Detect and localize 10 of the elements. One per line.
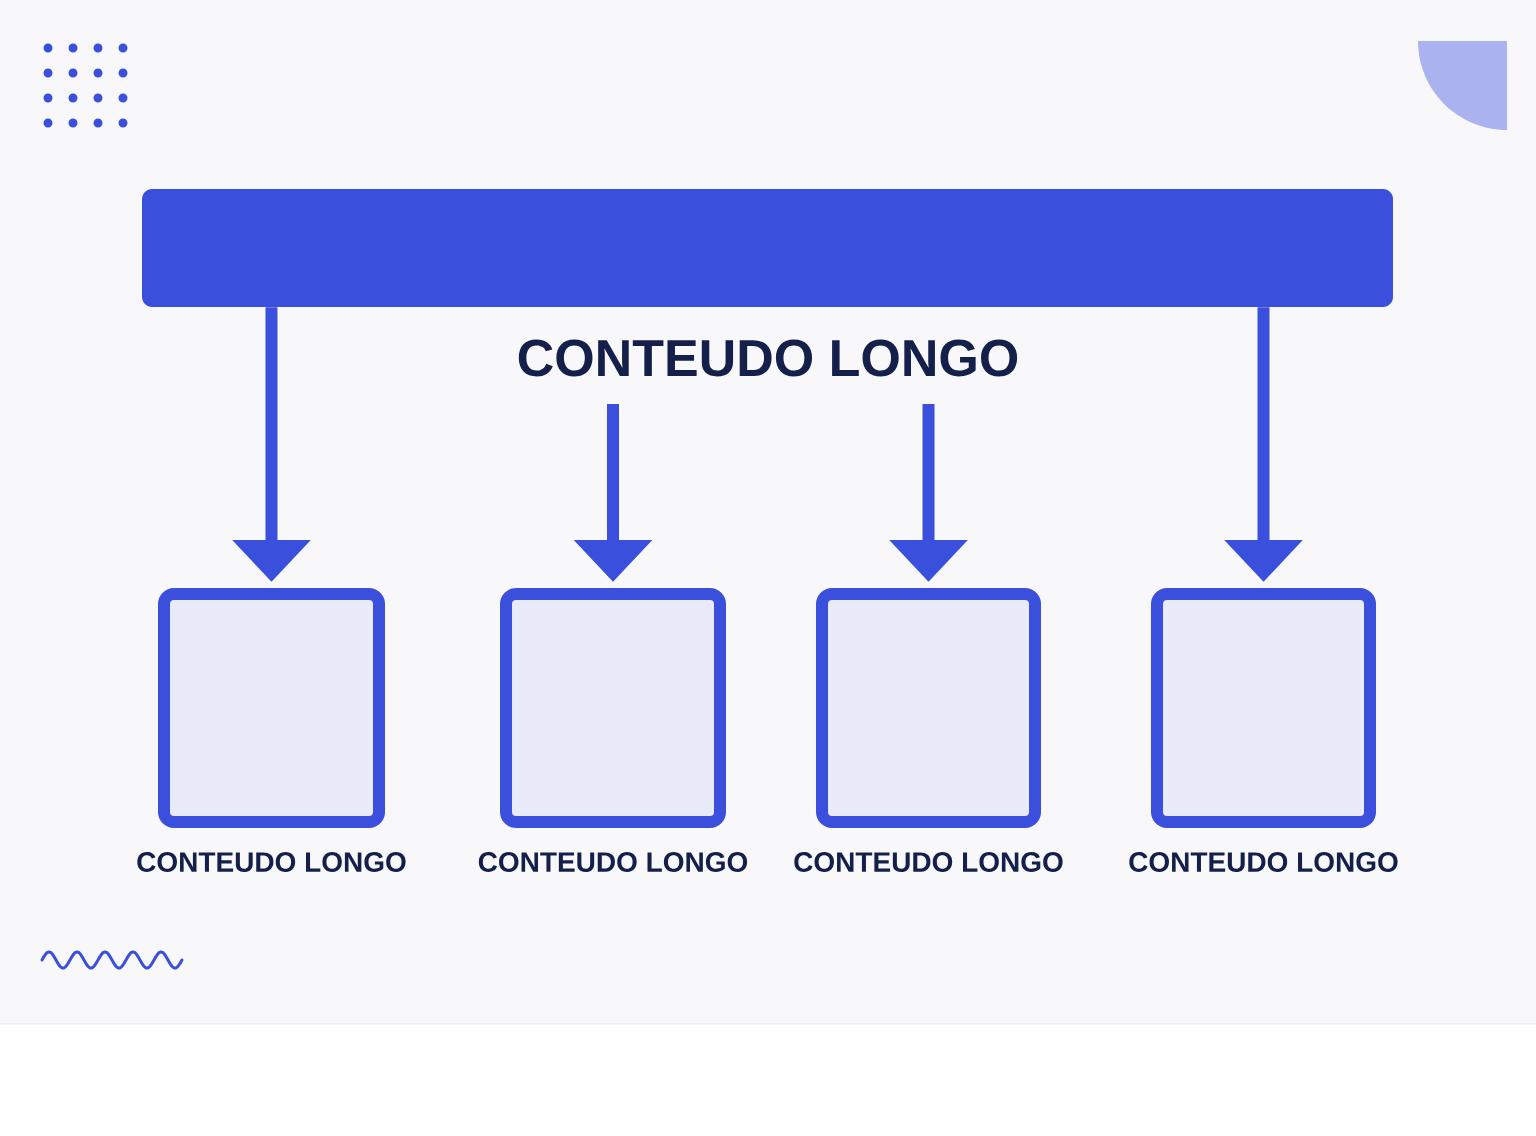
empty-box (1151, 588, 1376, 828)
empty-box (158, 588, 385, 828)
box-caption: CONTEUDO LONGO (1129, 852, 1398, 872)
box-caption: CONTEUDO LONGO (794, 852, 1063, 872)
box-caption: CONTEUDO LONGO (478, 852, 748, 872)
heading: CONTEUDO LONGO (518, 339, 1018, 377)
header-bar (142, 189, 1393, 307)
empty-box (816, 588, 1041, 828)
empty-box (500, 588, 726, 828)
box-caption: CONTEUDO LONGO (137, 852, 406, 872)
